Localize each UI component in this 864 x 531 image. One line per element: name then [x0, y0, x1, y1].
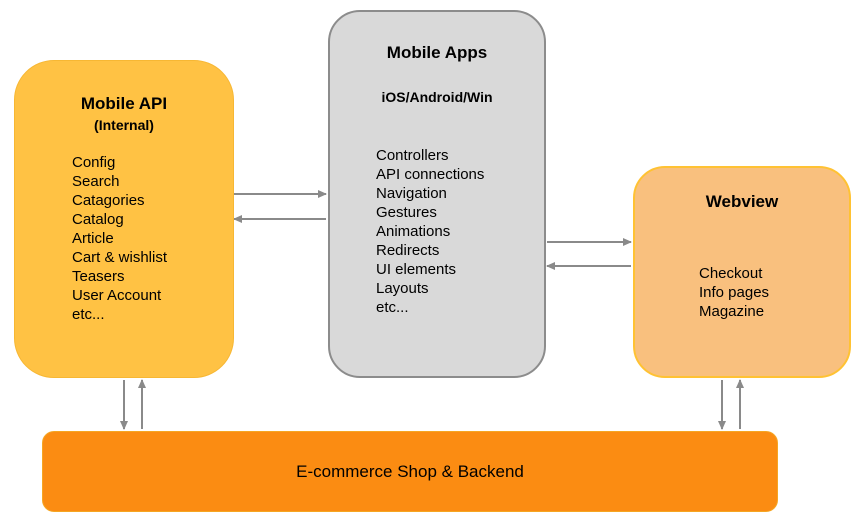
webview-list: Checkout Info pages Magazine [699, 264, 769, 321]
list-item: Navigation [376, 185, 447, 202]
mobile-apps-title: Mobile Apps [386, 43, 488, 62]
list-item: Catagories [72, 192, 145, 209]
list-item: API connections [376, 166, 485, 183]
list-item: Layouts [376, 280, 429, 297]
mobile-apps-list: Controllers API connections Navigation G… [376, 146, 484, 317]
mobile-apps-box: Mobile Apps iOS/Android/Win Controllers … [328, 10, 546, 378]
mobile-api-subtitle: (Internal) [94, 117, 154, 133]
list-item: User Account [72, 287, 162, 304]
list-item: Animations [376, 223, 451, 240]
list-item: Redirects [376, 242, 440, 259]
mobile-apps-subtitle: iOS/Android/Win [381, 89, 493, 105]
list-item: Search [72, 173, 120, 190]
webview-title: Webview [705, 192, 779, 211]
mobile-api-box: Mobile API (Internal) Config Search Cata… [14, 60, 234, 378]
list-item: Magazine [699, 303, 765, 320]
list-item: etc... [376, 299, 409, 316]
list-item: Catalog [72, 211, 124, 228]
mobile-api-title: Mobile API [80, 94, 168, 113]
backend-label: E-commerce Shop & Backend [296, 462, 524, 481]
list-item: Config [72, 154, 116, 171]
list-item: Controllers [376, 147, 449, 164]
webview-box: Webview Checkout Info pages Magazine [633, 166, 851, 378]
list-item: Checkout [699, 265, 763, 282]
list-item: Teasers [72, 268, 125, 285]
list-item: Info pages [699, 284, 770, 301]
backend-box: E-commerce Shop & Backend [42, 431, 778, 512]
list-item: Gestures [376, 204, 437, 221]
list-item: Cart & wishlist [72, 249, 168, 266]
list-item: etc... [72, 306, 105, 323]
list-item: Article [72, 230, 114, 247]
list-item: UI elements [376, 261, 457, 278]
mobile-api-list: Config Search Catagories Catalog Article… [72, 153, 167, 324]
